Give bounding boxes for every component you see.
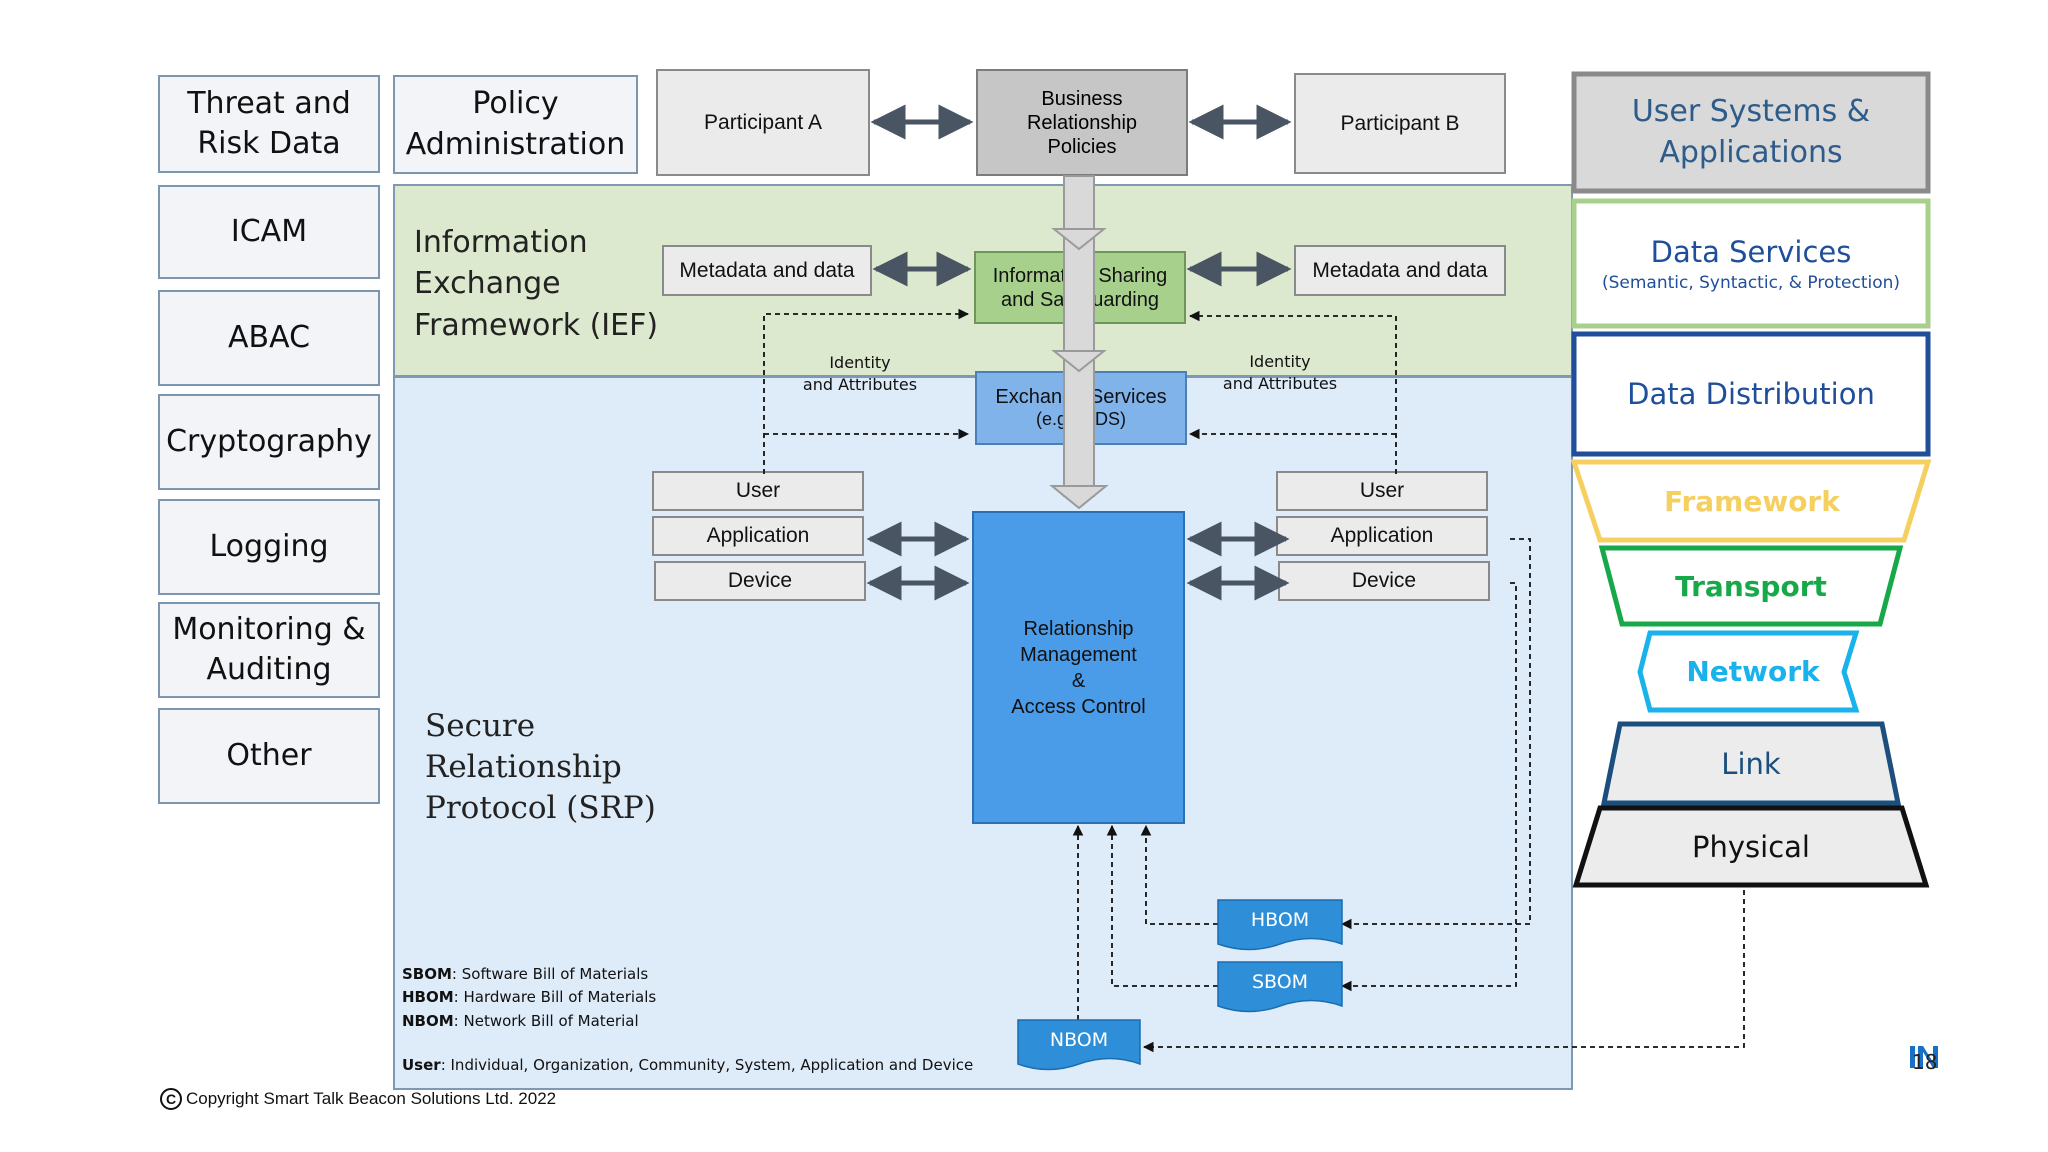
policy-administration-label: Policy Administration (405, 86, 626, 162)
legend-item-hbom: HBOM: Hardware Bill of Materials (402, 988, 657, 1007)
srp-title: Secure Relationship Protocol (SRP) (425, 708, 656, 827)
physical-label: Physical (1692, 829, 1810, 864)
left-device-box: Device (654, 561, 866, 601)
right-user-label: User (1359, 479, 1405, 502)
logging-box: Logging (158, 499, 380, 595)
physical-layer (1572, 805, 1930, 888)
page-number: 18 (1912, 1050, 1938, 1074)
business-policies-label: Business Relationship Policies (1026, 87, 1138, 158)
legend-item-sbom: SBOM: Software Bill of Materials (402, 965, 649, 983)
monitoring-auditing-label: Monitoring & Auditing (172, 611, 366, 688)
transport-layer (1598, 545, 1904, 627)
abac-label: ABAC (227, 319, 311, 355)
network-layer (1637, 630, 1860, 713)
nbom-shape (1017, 1019, 1141, 1071)
right-application-label: Application (1330, 524, 1434, 547)
threat-and-risk-data-label: Threat and Risk Data (187, 85, 351, 162)
application-to-hbom-path (1340, 538, 1531, 930)
data-distribution-layer (1571, 331, 1931, 457)
right-user-box: User (1276, 471, 1488, 511)
policy-administration-box: Policy Administration (393, 75, 638, 174)
nbom-label: NBOM (1049, 1029, 1109, 1051)
abac-box: ABAC (158, 290, 380, 386)
relationship-management-label: Relationship Management & Access Control (1011, 617, 1146, 718)
right-application-box: Application (1276, 516, 1488, 556)
data-services-block: Data Services (Semantic, Syntactic, & Pr… (1574, 201, 1928, 326)
other-box: Other (158, 708, 380, 804)
identity-right-label: Identity and Attributes (1222, 352, 1338, 394)
right-device-box: Device (1278, 561, 1490, 601)
framework-layer (1570, 459, 1932, 543)
bom-legend: SBOM: Software Bill of Materials HBOM: H… (402, 963, 656, 1033)
left-device-label: Device (727, 569, 793, 592)
metadata-right-box: Metadata and data (1294, 245, 1506, 296)
data-services-layer (1571, 198, 1931, 329)
identity-left-label: Identity and Attributes (802, 353, 918, 395)
relationship-management-box: Relationship Management & Access Control (972, 511, 1185, 824)
data-distribution-label: Data Distribution (1627, 377, 1875, 411)
data-services-sub: (Semantic, Syntactic, & Protection) (1601, 272, 1901, 293)
link-layer (1600, 721, 1902, 806)
user-legend: User: Individual, Organization, Communit… (402, 1056, 974, 1074)
layer-stack (1570, 71, 1932, 888)
cryptography-label: Cryptography (166, 423, 372, 459)
logo-icon (1908, 1040, 1942, 1072)
left-application-box: Application (652, 516, 864, 556)
device-to-sbom-path (1340, 582, 1517, 992)
participant-a-box: Participant A (656, 69, 870, 176)
icam-label: ICAM (230, 213, 308, 249)
left-user-label: User (735, 479, 781, 502)
legend-item-nbom: NBOM: Network Bill of Material (402, 1011, 639, 1030)
left-application-label: Application (706, 524, 810, 547)
sbom-shape (1217, 961, 1343, 1013)
copyright: C Copyright Smart Talk Beacon Solutions … (160, 1088, 556, 1110)
participant-a-label: Participant A (704, 110, 822, 134)
ief-title: Information Exchange Framework (IEF) (414, 225, 659, 343)
data-services-label: Data Services (1650, 234, 1852, 269)
threat-and-risk-data-box: Threat and Risk Data (158, 75, 380, 173)
physical-to-nbom-path (1142, 890, 1745, 1053)
sbom-label: SBOM (1251, 971, 1309, 993)
participant-b-label: Participant B (1340, 111, 1460, 135)
user-systems-label: User Systems & Applications (1631, 94, 1871, 170)
metadata-left-label: Metadata and data (679, 258, 855, 282)
right-device-label: Device (1351, 569, 1417, 592)
user-systems-layer (1571, 71, 1931, 194)
copyright-text: Copyright Smart Talk Beacon Solutions Lt… (186, 1089, 557, 1108)
other-label: Other (226, 737, 312, 773)
logging-label: Logging (209, 528, 329, 564)
hbom-to-rm-path (1140, 824, 1218, 925)
network-label: Network (1686, 655, 1820, 688)
business-policies-box: Business Relationship Policies (976, 69, 1188, 176)
copyright-icon: C (160, 1088, 182, 1110)
monitoring-auditing-box: Monitoring & Auditing (158, 602, 380, 698)
identity-path-right-upper (1188, 310, 1397, 474)
sbom-to-rm-path (1106, 824, 1218, 987)
cryptography-box: Cryptography (158, 394, 380, 490)
left-user-box: User (652, 471, 864, 511)
hbom-shape (1217, 899, 1343, 951)
link-label: Link (1721, 746, 1781, 781)
metadata-right-label: Metadata and data (1312, 258, 1488, 282)
transport-label: Transport (1675, 569, 1827, 603)
icam-box: ICAM (158, 185, 380, 279)
participant-b-box: Participant B (1294, 73, 1506, 174)
vertical-flow-arrow (1049, 175, 1109, 510)
framework-label: Framework (1664, 484, 1840, 518)
metadata-left-box: Metadata and data (662, 245, 872, 296)
hbom-label: HBOM (1250, 909, 1310, 931)
identity-path-left-upper (763, 308, 970, 474)
